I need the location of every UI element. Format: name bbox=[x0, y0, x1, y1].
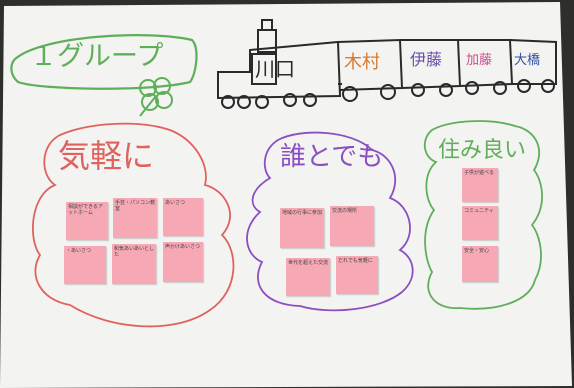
heading-livable: 住み良い bbox=[438, 138, 527, 163]
sticky-note: ・あいさつ bbox=[64, 246, 106, 284]
cluster-outline-livable bbox=[423, 120, 543, 310]
clover-icon bbox=[139, 77, 173, 117]
train-drawing bbox=[217, 19, 557, 109]
train-name-ohashi: 大橋 bbox=[514, 53, 541, 68]
train-name-ito: 伊藤 bbox=[410, 50, 443, 69]
heading-anyone: 誰とでも bbox=[280, 142, 384, 172]
sticky-note: 地域の行事に参加 bbox=[280, 208, 324, 248]
sticky-note: 声かけあいさつ bbox=[163, 242, 203, 282]
sticky-note: 子供が遊べる bbox=[462, 168, 498, 202]
sticky-note: 相談ができるアットホーム bbox=[66, 202, 108, 240]
train-name-kato: 加藤 bbox=[466, 53, 493, 68]
cluster-outline-casual bbox=[31, 122, 235, 328]
group-title: １グループ bbox=[30, 41, 164, 72]
sticky-note: コミュニティ bbox=[462, 206, 498, 240]
sticky-note: 安全・安心 bbox=[462, 246, 498, 282]
sticky-note: だれでも気軽に bbox=[336, 256, 378, 294]
title-outline bbox=[10, 34, 198, 90]
cluster-outline-anyone bbox=[246, 131, 414, 312]
train-name-kimura: 木村 bbox=[344, 52, 380, 73]
heading-casual: 気軽に bbox=[58, 137, 155, 175]
train-name-kawaguchi: 川口 bbox=[255, 57, 295, 81]
sticky-note: 交流の場所 bbox=[330, 206, 374, 246]
sticky-note: 手芸・パソコン教室 bbox=[113, 198, 157, 238]
sticky-note: 和気あいあいとした bbox=[112, 244, 156, 284]
sticky-note: 世代を超えた交流 bbox=[286, 258, 330, 296]
sticky-note: あいさつ bbox=[163, 198, 203, 236]
